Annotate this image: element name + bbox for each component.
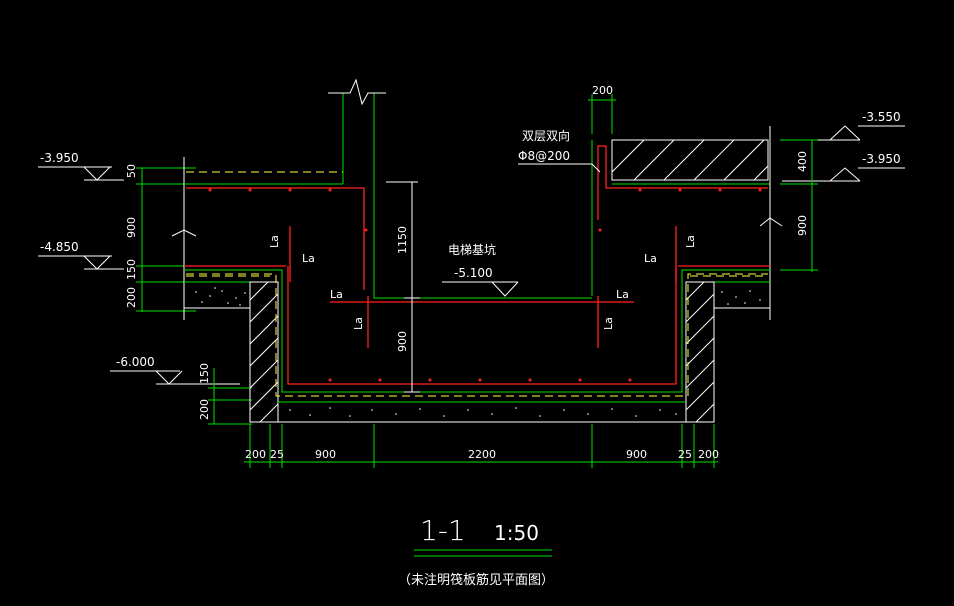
scale-text: 1:50 [494, 521, 539, 545]
right-dimension-chain: 400 900 [780, 139, 818, 272]
elevation-marker-left-top: -3.950 [38, 151, 124, 181]
pit-bottom-gravel [278, 401, 686, 423]
pit-name: 电梯基坑 [448, 242, 496, 257]
elevation-text: -6.000 [116, 355, 155, 369]
title-block: 1-1 1:50 （未注明筏板筋见平面图） [398, 514, 554, 588]
dim-text: 25 [678, 448, 692, 461]
center-dimension-chain: 1150 900 [386, 181, 420, 393]
top-dimension: 200 [588, 84, 616, 134]
dim-text: 2200 [468, 448, 496, 461]
rebar-note: 双层双向 Φ8@200 [518, 128, 601, 173]
anchor-labels: La La La La La La La La [268, 235, 697, 330]
elevation-marker-pit-bottom: -6.000 [110, 355, 240, 385]
elevation-marker-right-top: -3.550 [782, 110, 905, 141]
dim-text: 150 [125, 259, 138, 280]
dim-text: 1150 [396, 226, 409, 254]
pit-structure-outline [184, 184, 770, 397]
title-note: （未注明筏板筋见平面图） [398, 572, 554, 588]
dim-text: 25 [270, 448, 284, 461]
dim-text: 900 [796, 215, 809, 236]
pit-right-wall [685, 281, 715, 423]
la-label: La [684, 235, 697, 248]
elevation-text: -4.850 [40, 240, 79, 254]
elevation-text: -3.950 [40, 151, 79, 165]
la-label: La [268, 235, 281, 248]
right-gravel-layer [714, 290, 770, 309]
dim-text: 900 [315, 448, 336, 461]
elevation-marker-right-second: -3.950 [782, 152, 905, 182]
rebar-note-line1: 双层双向 [522, 128, 570, 143]
elevation-text: -3.550 [862, 110, 901, 124]
elevation-text: -3.950 [862, 152, 901, 166]
elevation-text: -5.100 [454, 266, 493, 280]
dim-text: 900 [626, 448, 647, 461]
dim-text: 400 [796, 151, 809, 172]
la-label: La [302, 252, 315, 265]
dim-text: 900 [125, 217, 138, 238]
dim-text: 200 [698, 448, 719, 461]
dim-text: 200 [245, 448, 266, 461]
la-label: La [352, 317, 365, 330]
la-label: La [330, 288, 343, 301]
la-label: La [616, 288, 629, 301]
elevation-marker-left-mid: -4.850 [38, 240, 124, 270]
rebar-note-line2: Φ8@200 [518, 149, 570, 163]
dim-text: 900 [396, 331, 409, 352]
dim-text: 150 [198, 363, 211, 384]
pit-label: 电梯基坑 -5.100 [442, 242, 519, 297]
left-slab [171, 157, 343, 320]
bottom-dimension-chain: 200 25 900 2200 900 25 200 [244, 424, 719, 468]
la-label: La [644, 252, 657, 265]
dim-text: 200 [198, 399, 211, 420]
dim-text: 200 [592, 84, 613, 97]
left-upper-wall [328, 78, 386, 184]
dim-text: 50 [125, 164, 138, 178]
dim-text: 200 [125, 287, 138, 308]
left-dimension-chain: 50 900 150 200 [125, 164, 196, 312]
pit-left-wall [249, 281, 279, 423]
bottom-left-dimension-chain: 150 200 [198, 363, 252, 425]
la-label: La [602, 317, 615, 330]
left-gravel-layer [184, 287, 250, 309]
section-title: 1-1 [420, 514, 466, 547]
